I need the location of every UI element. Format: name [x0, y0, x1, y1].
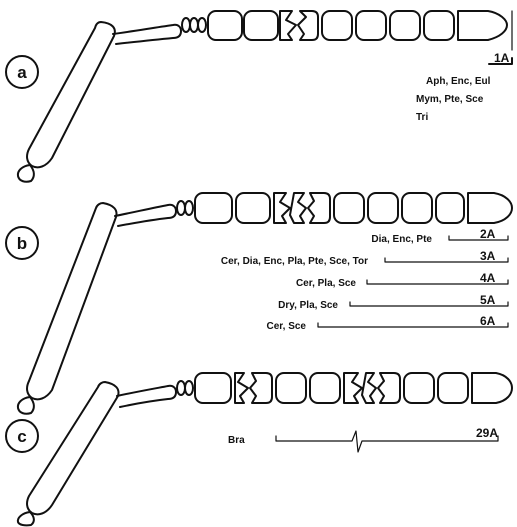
funicle-a3	[280, 11, 296, 40]
taxa-b-row3: Cer, Pla, Sce	[296, 278, 356, 289]
taxa-a-line3: Tri	[416, 112, 428, 123]
anellus-c2	[185, 381, 193, 395]
funicle-c1	[195, 373, 231, 403]
pedicel-b	[115, 205, 176, 226]
club-b	[468, 193, 512, 223]
funicle-b7	[368, 193, 398, 223]
funicle-c3	[250, 373, 272, 403]
funicle-c2	[235, 373, 248, 403]
scale-label-3A: 3A	[480, 249, 496, 263]
anellus-a3	[198, 18, 206, 32]
funicle-c8	[378, 373, 400, 403]
funicle-b4	[290, 193, 306, 223]
anellus-a2	[190, 18, 198, 32]
taxa-b-row1: Dia, Enc, Pte	[371, 234, 432, 245]
taxa-b-row4: Dry, Pla, Sce	[278, 300, 338, 311]
taxa-b-row2: Cer, Dia, Enc, Pla, Pte, Sce, Tor	[221, 256, 368, 267]
scale-label-6A: 6A	[480, 314, 496, 328]
panel-c-letter: c	[17, 427, 26, 446]
funicle-c7	[362, 373, 376, 403]
taxa-c-row1: Bra	[228, 435, 245, 446]
pedicel-a	[113, 25, 181, 44]
funicle-a7	[390, 11, 420, 40]
anellus-a1	[182, 18, 190, 32]
scape-a	[27, 22, 115, 167]
scape-c	[27, 382, 118, 514]
taxa-a-line1: Aph, Enc, Eul	[426, 76, 491, 87]
funicle-c5	[310, 373, 340, 403]
scale-label-29A: 29A	[476, 426, 498, 440]
funicle-c9	[404, 373, 434, 403]
scale-label-1A: 1A	[494, 51, 510, 65]
funicle-a5	[322, 11, 352, 40]
club-c	[472, 373, 512, 403]
funicle-b1	[195, 193, 232, 223]
taxa-b-row5: Cer, Sce	[267, 321, 307, 332]
funicle-a1	[208, 11, 242, 40]
funicle-c4	[276, 373, 306, 403]
funicle-a8	[424, 11, 454, 40]
funicle-c6	[344, 373, 362, 403]
funicle-b8	[402, 193, 432, 223]
radicle-b	[18, 397, 34, 414]
funicle-b6	[334, 193, 364, 223]
funicle-a2	[244, 11, 278, 40]
anellus-b1	[177, 201, 185, 215]
funicle-b2	[236, 193, 270, 223]
funicle-a6	[356, 11, 386, 40]
scale-bar-29A	[276, 431, 498, 452]
scale-label-4A: 4A	[480, 271, 496, 285]
funicle-a4	[298, 11, 318, 40]
radicle-a	[18, 165, 34, 182]
anellus-c1	[177, 381, 185, 395]
anellus-b2	[185, 201, 193, 215]
funicle-b3	[274, 193, 290, 223]
antenna-c	[6, 373, 512, 525]
scale-bar-2A	[449, 236, 508, 240]
panel-b-letter: b	[17, 234, 27, 253]
pedicel-c	[117, 386, 176, 407]
scale-label-2A: 2A	[480, 227, 496, 241]
funicle-b9	[436, 193, 464, 223]
scale-label-5A: 5A	[480, 293, 496, 307]
taxa-a-line2: Mym, Pte, Sce	[416, 94, 484, 105]
club-a	[458, 11, 507, 40]
funicle-b5	[308, 193, 330, 223]
radicle-c	[18, 512, 34, 525]
panel-a-letter: a	[17, 63, 27, 82]
funicle-c10	[438, 373, 468, 403]
antenna-b	[6, 193, 512, 414]
scape-b	[27, 203, 116, 399]
